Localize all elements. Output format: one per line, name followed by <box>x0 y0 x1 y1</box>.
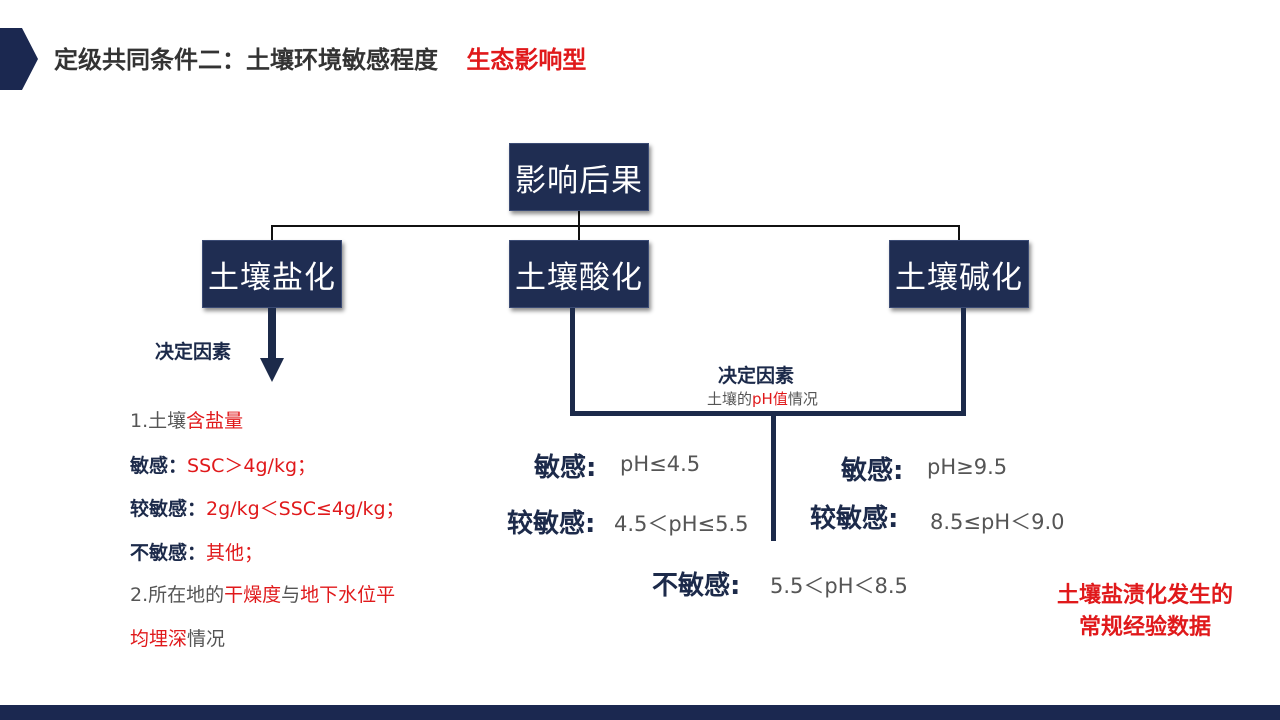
mid-factor-sub: 土壤的pH值情况 <box>707 390 818 408</box>
insensitive-label: 不敏感: <box>652 571 741 601</box>
salt-item2-line1: 2.所在地的干燥度与地下水位平 <box>130 584 396 606</box>
left-factor-label: 决定因素 <box>155 341 232 363</box>
acid-sensitive-value: pH≤4.5 <box>620 452 701 476</box>
root-node: 影响后果 <box>509 143 649 211</box>
bracket-right-vertical <box>961 308 966 416</box>
salt-insensitive: 不敏感：其他； <box>130 542 264 564</box>
empirical-note: 土壤盐渍化发生的 常规经验数据 <box>1030 580 1260 644</box>
salt-less-sensitive: 较敏感：2g/kg＜SSC≤4g/kg； <box>130 498 405 520</box>
page-title: 定级共同条件二：土壤环境敏感程度 生态影响型 <box>54 40 586 75</box>
connector-horizontal <box>271 225 960 227</box>
alkali-sensitive-value: pH≥9.5 <box>927 455 1008 479</box>
connector-mid-down <box>578 225 580 241</box>
alkali-less-sensitive-value: 8.5≤pH＜9.0 <box>930 510 1065 534</box>
bracket-left-vertical <box>570 308 575 416</box>
connector-left-down <box>271 225 273 241</box>
bracket-horizontal <box>570 411 966 416</box>
footer-bar <box>0 705 1280 720</box>
header-chevron-icon <box>0 28 38 90</box>
down-arrow-icon <box>258 308 286 382</box>
bracket-stem <box>771 411 776 541</box>
node-salinization: 土壤盐化 <box>202 240 342 308</box>
node-alkalization: 土壤碱化 <box>889 240 1029 308</box>
acid-less-sensitive-label: 较敏感: <box>507 509 596 539</box>
salt-item2-line2: 均埋深情况 <box>130 628 226 650</box>
note-line1: 土壤盐渍化发生的 <box>1056 583 1233 608</box>
salt-sensitive: 敏感：SSC＞4g/kg； <box>130 455 317 477</box>
alkali-sensitive-label: 敏感: <box>841 456 904 486</box>
title-text: 定级共同条件二：土壤环境敏感程度 <box>54 46 438 74</box>
note-line2: 常规经验数据 <box>1078 615 1211 640</box>
mid-factor-label: 决定因素 <box>718 365 795 387</box>
node-acidification: 土壤酸化 <box>509 240 649 308</box>
alkali-less-sensitive-label: 较敏感: <box>810 504 899 534</box>
insensitive-value: 5.5＜pH＜8.5 <box>770 574 908 598</box>
connector-right-down <box>958 225 960 241</box>
acid-less-sensitive-value: 4.5＜pH≤5.5 <box>614 512 749 536</box>
connector-root-down <box>578 210 580 226</box>
acid-sensitive-label: 敏感: <box>534 453 597 483</box>
type-label: 生态影响型 <box>466 46 587 74</box>
salt-item1: 1.土壤含盐量 <box>130 410 244 432</box>
